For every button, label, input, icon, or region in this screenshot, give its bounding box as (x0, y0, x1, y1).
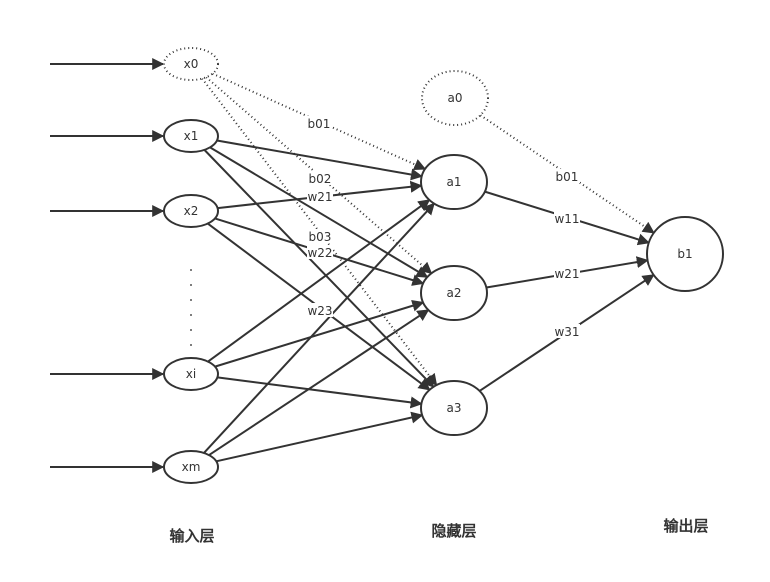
edge-label-a0-b1: b01 (556, 170, 579, 184)
layer-labels: 输入层 隐藏层 输出层 (169, 517, 708, 545)
edge-labels: b01 b02 b03 w21 w22 w23 b01 w11 w21 w31 (306, 116, 580, 339)
edge-label-a1-b1: w11 (554, 212, 579, 226)
edge-label-bg (306, 116, 332, 130)
edge-xi-a1 (207, 199, 431, 363)
node-a1: a1 (420, 154, 488, 210)
edge-label-bg (307, 303, 333, 317)
edge-label-bg (554, 169, 580, 183)
nodes: x0 x1 x2 xi xm a0 a1 a2 a3 b1 (163, 47, 724, 484)
node-shape-a0 (421, 70, 489, 126)
edge-label-x0-a3: b03 (309, 230, 332, 244)
edge-label-bg (554, 211, 580, 225)
ellipsis-dot (190, 344, 192, 346)
ellipsis-dot (190, 299, 192, 301)
edge-x1-a1 (216, 139, 423, 181)
edge-label-a2-b1: w21 (554, 267, 579, 281)
edge-x1-a3 (203, 149, 435, 388)
edge-label-x2-a2: w22 (307, 246, 332, 260)
node-shape-a1 (420, 154, 488, 210)
ellipsis-dot (190, 329, 192, 331)
node-label-xi: xi (186, 367, 196, 381)
layer-label-output: 输出层 (663, 517, 708, 535)
input-ellipsis (190, 269, 192, 346)
node-shape-xi (163, 357, 219, 391)
layer-label-input: 输入层 (169, 527, 214, 545)
node-a0: a0 (421, 70, 489, 126)
node-xm: xm (163, 450, 219, 484)
node-label-x2: x2 (184, 204, 199, 218)
node-label-a1: a1 (447, 175, 462, 189)
node-shape-a2 (420, 265, 488, 321)
node-b1: b1 (646, 216, 724, 292)
ellipsis-dot (190, 284, 192, 286)
edge-label-x0-a1: b01 (308, 117, 331, 131)
node-label-x0: x0 (184, 57, 199, 71)
edge-label-bg (307, 245, 333, 259)
edge-xm-a3 (216, 411, 424, 463)
layer-label-hidden: 隐藏层 (431, 522, 476, 540)
node-shape-a3 (420, 380, 488, 436)
edge-xm-a1 (203, 202, 435, 454)
edge-xi-a3 (217, 376, 423, 409)
edge-label-a3-b1: w31 (554, 325, 579, 339)
node-label-a0: a0 (448, 91, 463, 105)
node-x2: x2 (163, 194, 219, 228)
ellipsis-dot (190, 269, 192, 271)
node-label-a3: a3 (447, 401, 462, 415)
node-a3: a3 (420, 380, 488, 436)
node-x0: x0 (163, 47, 219, 81)
node-label-xm: xm (182, 460, 201, 474)
node-xi: xi (163, 357, 219, 391)
node-label-x1: x1 (184, 129, 199, 143)
node-x1: x1 (163, 119, 219, 153)
input-arrows (50, 58, 165, 473)
ellipsis-dot (190, 314, 192, 316)
node-shape-x1 (163, 119, 219, 153)
node-shape-b1 (646, 216, 724, 292)
edge-label-x2-a1: w21 (307, 190, 332, 204)
node-label-a2: a2 (447, 286, 462, 300)
node-shape-x2 (163, 194, 219, 228)
edge-xi-a2 (214, 299, 425, 368)
edge-label-bg (554, 266, 580, 280)
edge-x1-a2 (209, 146, 429, 278)
edge-label-bg (554, 324, 580, 338)
node-a2: a2 (420, 265, 488, 321)
edge-label-bg (307, 171, 333, 185)
node-label-b1: b1 (677, 247, 692, 261)
edge-label-bg (307, 189, 333, 203)
node-shape-x0 (163, 47, 219, 81)
edge-label-x0-a2: b02 (309, 172, 332, 186)
edge-label-bg (307, 229, 333, 243)
edge-xm-a2 (208, 309, 430, 456)
edge-label-x2-a3: w23 (307, 304, 332, 318)
edge-x0-a2 (205, 76, 433, 275)
node-shape-xm (163, 450, 219, 484)
